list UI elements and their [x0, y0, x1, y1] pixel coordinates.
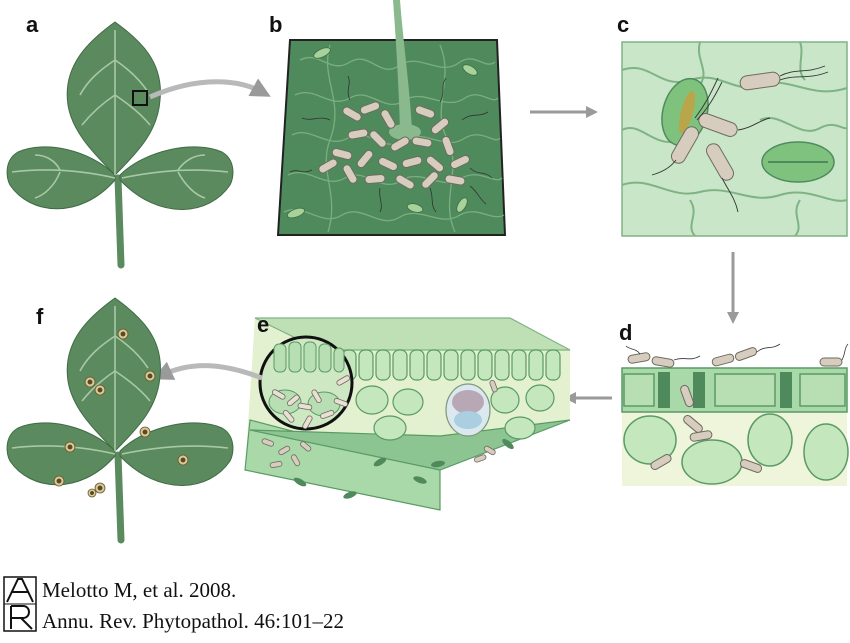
annual-reviews-logo [3, 576, 37, 632]
citation-journal: Annu. Rev. Phytopathol. 46:101–22 [42, 609, 344, 633]
panel-label-f: f [36, 304, 44, 329]
panel-label-c: c [617, 12, 629, 37]
zoom-box [132, 90, 148, 106]
panel-label-a: a [26, 12, 39, 37]
panel-e-leaf-tissue [244, 317, 571, 511]
trichome [393, 0, 412, 130]
lesion-spots [53, 328, 189, 498]
citation-authors: Melotto M, et al. 2008. [42, 578, 237, 602]
panel-c-stomata [621, 41, 848, 237]
panel-label-d: d [619, 320, 632, 345]
panel-label-b: b [269, 12, 282, 37]
arrow-e-to-f [152, 361, 263, 381]
panel-a-leaf [6, 21, 234, 269]
panel-label-e: e [257, 312, 269, 337]
panel-b-leaf-surface [276, 0, 507, 236]
panel-d-cross-section [621, 343, 849, 486]
arrow-a-to-b [148, 78, 271, 100]
leaf-stem [114, 174, 125, 269]
leaflet-right [119, 146, 234, 210]
vascular-bundle [445, 383, 491, 437]
panel-f-diseased-leaf [6, 297, 234, 544]
leaflet-left [6, 146, 116, 210]
